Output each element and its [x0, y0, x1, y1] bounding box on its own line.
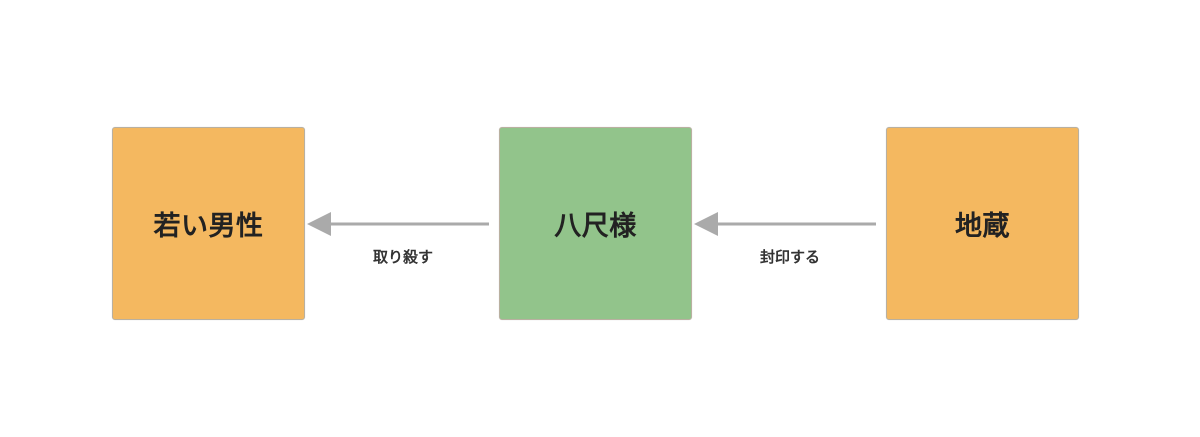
node-jizo[interactable]: 地蔵 — [886, 127, 1079, 320]
node-label: 八尺様 — [554, 211, 637, 242]
node-young-man[interactable]: 若い男性 — [112, 127, 305, 320]
edge-seal — [694, 212, 876, 236]
node-label: 若い男性 — [153, 211, 264, 242]
edge-label-seal: 封印する — [759, 248, 821, 266]
edge-label-kill: 取り殺す — [372, 248, 434, 266]
edge-kill — [307, 212, 489, 236]
arrowhead-left-icon — [694, 212, 718, 236]
node-hasshakusama[interactable]: 八尺様 — [499, 127, 692, 320]
node-label: 地蔵 — [955, 211, 1010, 242]
arrowhead-left-icon — [307, 212, 331, 236]
